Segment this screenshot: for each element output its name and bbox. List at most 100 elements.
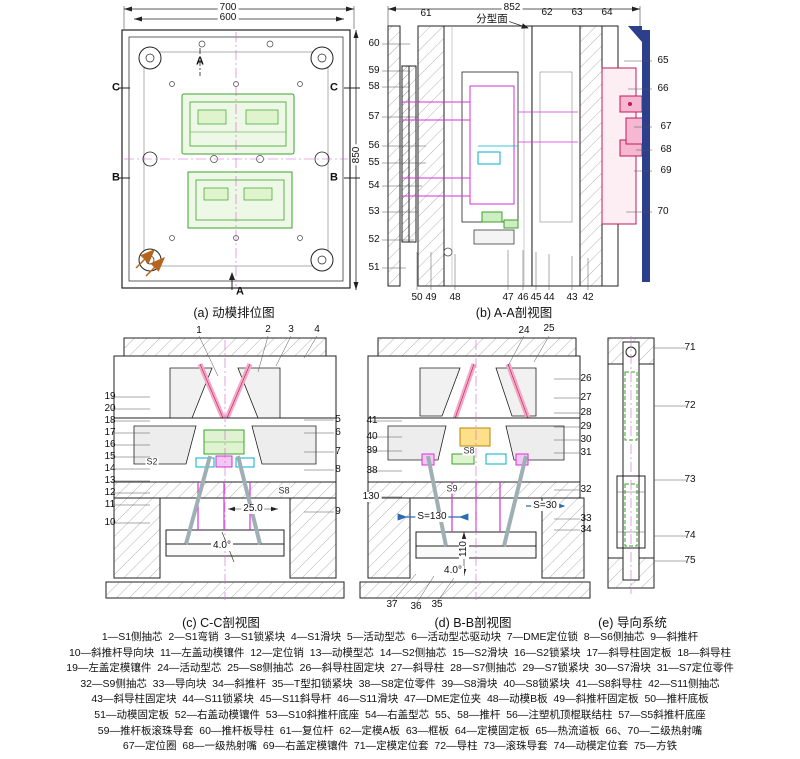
- panel-d-section-bb-drawing: [359, 336, 591, 605]
- callout-b-54: 54: [368, 180, 380, 191]
- callout-b-70: 70: [657, 206, 669, 217]
- callout-b-46: 46: [517, 292, 529, 303]
- panel-e-guide-system-drawing: [607, 336, 686, 594]
- legend-line: 32—S9侧抽芯 33—导向块 34—斜推杆 35—T型扣锁紧块 38—S8定位…: [80, 677, 720, 690]
- callout-c-2: 2: [265, 324, 271, 335]
- callout-d-S=30: S=30: [531, 500, 559, 511]
- legend-line: 19—左盖定模镶件 24—活动型芯 25—S8侧抽芯 26—斜导柱固定块 27—…: [66, 662, 734, 675]
- callout-e-73: 73: [684, 474, 696, 485]
- legend-line: 67—定位圈 68—一级热射嘴 69—右盖定模镶件 71—定模定位套 72—导柱…: [122, 740, 678, 753]
- callout-c-S2: S2: [145, 456, 159, 467]
- callout-d-28: 28: [580, 407, 592, 418]
- callout-b-分型面: 分型面: [475, 12, 509, 25]
- callout-c-16: 16: [104, 439, 116, 450]
- callout-b-48: 48: [449, 292, 461, 303]
- callout-c-4: 4: [314, 324, 320, 335]
- caption-panel-d: (d) B-B剖视图: [434, 616, 512, 630]
- callout-b-61: 61: [420, 8, 432, 19]
- callout-b-43: 43: [566, 292, 578, 303]
- callout-d-36: 36: [410, 601, 422, 612]
- caption-panel-e: (e) 导向系统: [598, 616, 667, 630]
- callout-c-3: 3: [288, 324, 294, 335]
- caption-panel-a: (a) 动模排位图: [193, 306, 275, 320]
- caption-panel-b: (b) A-A剖视图: [475, 306, 553, 320]
- legend-line: 10—斜推杆导向块 11—左盖动模镶件 12—定位销 13—动模型芯 14—S2…: [68, 646, 732, 659]
- callout-b-44: 44: [543, 292, 555, 303]
- callout-b-59: 59: [368, 65, 380, 76]
- callout-c-S8: S8: [277, 485, 291, 496]
- callout-d-38: 38: [366, 465, 378, 476]
- callout-b-51: 51: [368, 262, 380, 273]
- callout-d-S8: S8: [462, 445, 476, 456]
- callout-a-C: C: [112, 81, 120, 94]
- legend-line: 51—动模固定板 52—右盖动模镶件 53—S10斜推杆底座 54—右盖型芯 5…: [94, 708, 706, 721]
- callout-c-25.0: 25.0: [241, 503, 265, 514]
- legend-line: 1—S1侧抽芯 2—S1弯销 3—S1锁紧块 4—S1滑块 5—活动型芯 6—活…: [101, 631, 699, 643]
- callout-d-24: 24: [518, 325, 530, 336]
- callout-b-42: 42: [582, 292, 594, 303]
- callout-d-26: 26: [580, 373, 592, 384]
- callout-c-13: 13: [104, 475, 116, 486]
- callout-b-69: 69: [660, 165, 672, 176]
- callout-c-19: 19: [104, 391, 116, 402]
- parts-legend: 1—S1侧抽芯 2—S1弯销 3—S1锁紧块 4—S1滑块 5—活动型芯 6—活…: [0, 630, 800, 755]
- legend-line: 43—斜导柱固定块 44—S11锁紧块 45—S11斜导杆 46—S11滑块 4…: [91, 693, 709, 706]
- callout-d-39: 39: [366, 445, 378, 456]
- callout-e-71: 71: [684, 342, 696, 353]
- callout-a-600: 600: [217, 12, 239, 23]
- callout-b-58: 58: [368, 81, 380, 92]
- callout-b-63: 63: [571, 7, 583, 18]
- caption-panel-c: (c) C-C剖视图: [182, 616, 260, 630]
- callout-c-10: 10: [104, 517, 116, 528]
- callout-c-12: 12: [104, 487, 116, 498]
- callout-d-130: 130: [360, 491, 382, 502]
- callout-d-34: 34: [580, 524, 592, 535]
- callout-a-A: A: [196, 55, 204, 68]
- callout-c-8: 8: [335, 464, 341, 475]
- callout-c-14: 14: [104, 463, 116, 474]
- callout-c-11: 11: [104, 499, 116, 510]
- callout-b-47: 47: [502, 292, 514, 303]
- callout-d-110: 110: [458, 539, 469, 559]
- callout-d-31: 31: [580, 447, 592, 458]
- callout-b-62: 62: [541, 7, 553, 18]
- callout-c-4.0°: 4.0°: [211, 540, 233, 551]
- callout-c-17: 17: [104, 427, 116, 438]
- callout-b-49: 49: [425, 292, 437, 303]
- callout-b-53: 53: [368, 206, 380, 217]
- callout-d-27: 27: [580, 392, 592, 403]
- legend-line: 59—推杆板滚珠导套 60—推杆板导柱 61—复位杆 62—定模A板 63—框板…: [97, 724, 703, 737]
- callout-b-45: 45: [530, 292, 542, 303]
- callout-c-1: 1: [196, 325, 202, 336]
- callout-b-52: 52: [368, 234, 380, 245]
- callout-b-56: 56: [368, 140, 380, 151]
- callout-d-40: 40: [366, 431, 378, 442]
- callout-d-30: 30: [580, 434, 592, 445]
- callout-b-852: 852: [501, 2, 523, 13]
- callout-b-68: 68: [660, 144, 672, 155]
- callout-b-60: 60: [368, 38, 380, 49]
- callout-c-18: 18: [104, 415, 116, 426]
- callout-e-75: 75: [684, 555, 696, 566]
- callout-d-29: 29: [580, 421, 592, 432]
- callout-b-65: 65: [657, 55, 669, 66]
- callout-b-66: 66: [657, 83, 669, 94]
- callout-d-33: 33: [580, 513, 592, 524]
- callout-c-7: 7: [335, 446, 341, 457]
- callout-b-57: 57: [368, 111, 380, 122]
- callout-d-S9: S9: [445, 483, 459, 494]
- callout-d-32: 32: [580, 484, 592, 495]
- callout-c-15: 15: [104, 451, 116, 462]
- callout-d-37: 37: [386, 599, 398, 610]
- callout-b-55: 55: [368, 157, 380, 168]
- callout-d-S=130: S=130: [415, 511, 449, 522]
- callout-d-25: 25: [543, 323, 555, 334]
- callout-c-5: 5: [335, 414, 341, 425]
- callout-b-64: 64: [601, 7, 613, 18]
- callout-d-4.0°: 4.0°: [442, 565, 464, 576]
- callout-a-850: 850: [351, 144, 362, 166]
- callout-c-6: 6: [335, 427, 341, 438]
- panel-c-section-cc-drawing: [105, 336, 345, 600]
- callout-e-74: 74: [684, 530, 696, 541]
